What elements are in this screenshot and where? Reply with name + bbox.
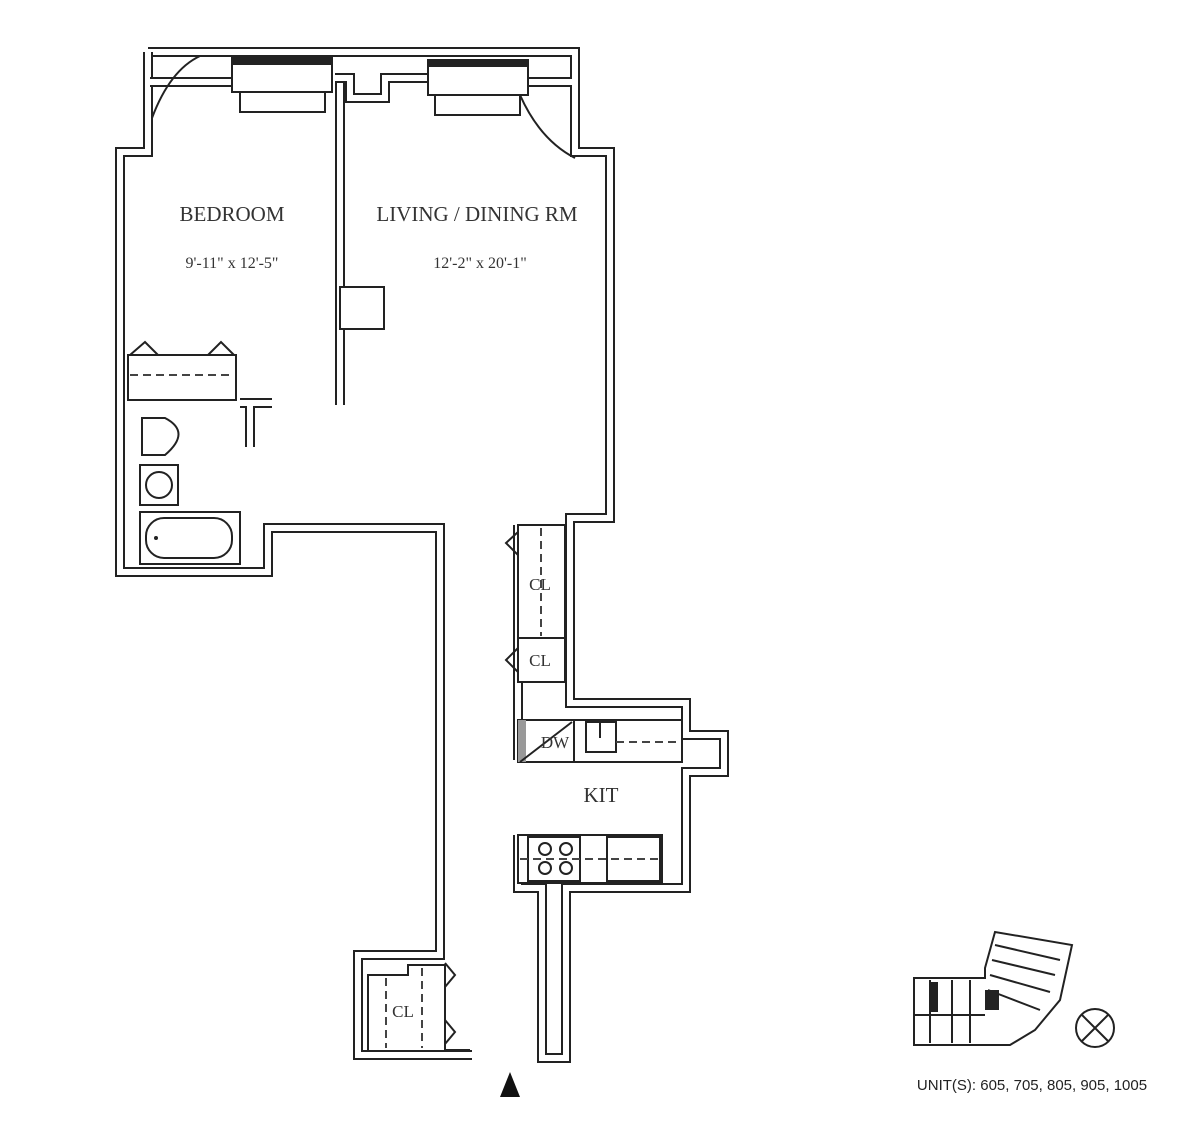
bathroom-fixtures — [139, 417, 241, 565]
dishwasher-label: DW — [541, 733, 570, 752]
living-dimensions: 12'-2" x 20'-1" — [433, 255, 526, 272]
windows — [231, 57, 529, 116]
units-label: UNIT(S): 605, 705, 805, 905, 1005 — [917, 1077, 1147, 1094]
toilet — [141, 417, 180, 456]
door-swings — [151, 55, 576, 159]
bedroom-dimensions: 9'-11" x 12'-5" — [186, 255, 279, 272]
closet-label: CL — [392, 1002, 414, 1021]
living-label: LIVING / DINING RM — [376, 202, 578, 226]
compass-icon — [1075, 1008, 1115, 1048]
entry-arrow-icon — [500, 1072, 520, 1097]
bedroom-label: BEDROOM — [179, 202, 284, 226]
kitchen-fixtures — [517, 719, 683, 884]
bedroom-closet — [127, 340, 237, 401]
hall-closets — [504, 524, 566, 683]
entry-closet — [367, 962, 470, 1051]
column — [339, 286, 385, 330]
closet-label: CL — [529, 575, 551, 594]
key-plan — [913, 930, 1115, 1048]
closet-label: CL — [529, 651, 551, 670]
kitchen-label: KIT — [584, 783, 619, 807]
